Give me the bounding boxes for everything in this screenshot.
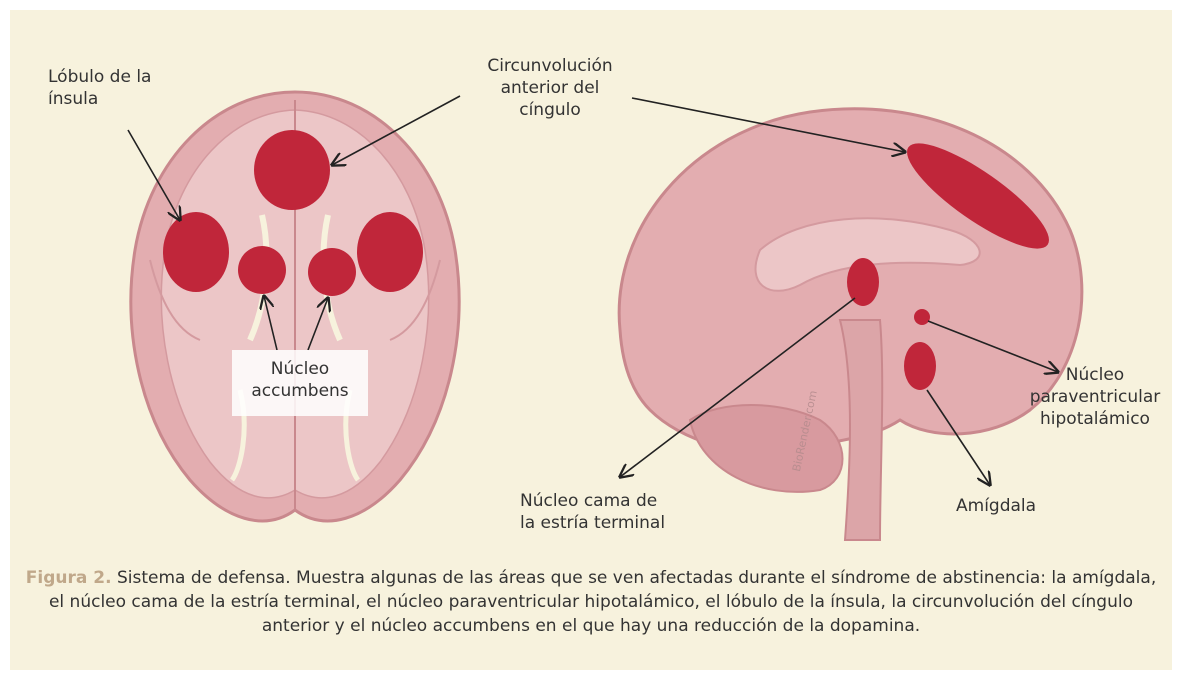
cingulate-region [254, 130, 330, 210]
bnst-label: Núcleo cama de la estría terminal [520, 490, 665, 534]
accumbens-left-region [238, 246, 286, 294]
caption-text: Sistema de defensa. Muestra algunas de l… [49, 568, 1156, 636]
figure-caption: Figura 2. Sistema de defensa. Muestra al… [20, 566, 1162, 638]
pvn-region [914, 309, 930, 325]
cingulate-label: Circunvolución anterior del cíngulo [470, 55, 630, 121]
amygdala-label: Amígdala [956, 495, 1036, 517]
pvn-label: Núcleo paraventricular hipotalámico [1010, 364, 1180, 430]
sagittal-brain [619, 109, 1082, 540]
figure-number: Figura 2. [26, 568, 112, 588]
insula-left-region [163, 212, 229, 292]
accumbens-right-region [308, 248, 356, 296]
amygdala-region [904, 342, 936, 390]
insula-right-region [357, 212, 423, 292]
bnst-region [847, 258, 879, 306]
insula-label: Lóbulo de la ínsula [48, 66, 151, 110]
accumbens-label: Núcleo accumbens [232, 358, 368, 402]
